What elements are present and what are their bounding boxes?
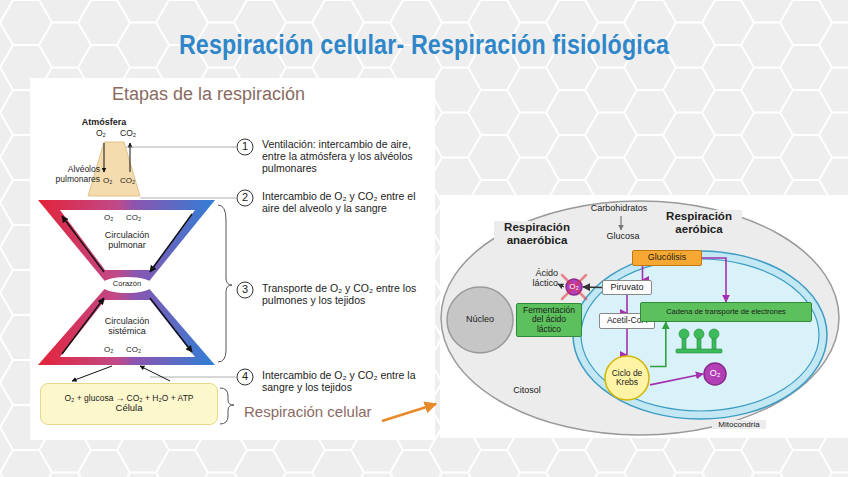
process-box: Fermentación del ácido láctico — [516, 303, 582, 337]
region-label: Circulación sistémica — [92, 316, 162, 337]
molecule-label: Ácido láctico — [514, 268, 558, 289]
outline — [605, 356, 649, 400]
stage-description: Intercambio de O₂ y CO₂ entre el aire de… — [262, 190, 427, 214]
decoration — [126, 147, 236, 148]
decoration — [140, 198, 236, 199]
cycle-circle: Ciclo de Krebs — [604, 355, 650, 401]
decoration — [676, 329, 722, 353]
node-text: O₂ — [710, 369, 721, 379]
decoration — [150, 298, 192, 352]
node-label: Citosol — [505, 385, 549, 395]
outline — [441, 201, 839, 435]
flow-arrow — [626, 329, 628, 355]
flow-arrow — [702, 258, 726, 302]
cell-decoration — [558, 216, 722, 353]
gas-label: CO₂ — [120, 176, 142, 185]
decoration — [676, 349, 722, 353]
callout-number: 2 — [237, 191, 253, 204]
decoration — [101, 277, 153, 293]
decoration — [218, 205, 232, 362]
region-label: Atmósfera — [74, 117, 134, 127]
node-text: O₂ — [569, 283, 578, 292]
callout-number: 4 — [237, 370, 253, 383]
decoration — [62, 298, 104, 354]
process-box: Cadena de transporte de electrones — [640, 302, 812, 322]
flow-arrow — [641, 266, 643, 280]
gas-label: O₂ — [104, 345, 120, 354]
section-label: Respiración celular — [244, 403, 414, 420]
decoration — [237, 369, 253, 385]
flow-arrow — [650, 374, 703, 385]
region-label: Alvéolos pulmonares — [36, 165, 100, 185]
panel-heading: Etapas de la respiración — [112, 84, 362, 105]
region-label: Circulación pulmonar — [92, 230, 162, 251]
gas-label: O₂ — [96, 129, 112, 139]
node-text: Célula — [116, 403, 143, 413]
outline — [447, 287, 513, 353]
stage-description: Transporte de O₂ y CO₂ entre los pulmone… — [262, 282, 427, 306]
gas-label: CO₂ — [126, 213, 148, 222]
molecule-box: Piruvato — [602, 280, 652, 295]
oxygen-circle: O₂ — [703, 362, 727, 386]
node-text: O₂ + glucosa → CO₂ + H₂O + ATP — [64, 394, 193, 403]
decoration — [150, 214, 192, 272]
right-panel — [440, 195, 848, 438]
left-panel — [30, 78, 435, 440]
flow-arrow — [650, 322, 666, 367]
decoration — [140, 366, 170, 381]
outline — [573, 251, 827, 419]
process-heading: Respiración anaeróbica — [494, 221, 580, 247]
decoration — [620, 216, 621, 230]
decoration — [694, 329, 704, 339]
decoration — [72, 366, 112, 381]
stage-description: Ventilación: intercambio de aire, entre … — [262, 138, 427, 174]
organ-label: Corazón — [102, 280, 152, 289]
decoration — [237, 190, 253, 206]
page-title: Respiración celular- Respiración fisioló… — [59, 30, 788, 61]
node-text: Cadena de transporte de electrones — [666, 308, 786, 316]
decoration — [237, 282, 253, 298]
decoration — [104, 143, 105, 172]
molecule-label: Glucosa — [600, 231, 646, 241]
gas-label: O₂ — [104, 213, 120, 222]
process-heading: Respiración aeróbica — [656, 210, 742, 236]
node-text: Glucólisis — [648, 253, 687, 263]
gas-label: CO₂ — [120, 129, 144, 139]
decoration — [220, 388, 234, 424]
blocked-cross — [562, 275, 586, 299]
gas-label: O₂ — [103, 176, 119, 185]
oxygen-circle: O₂ — [565, 278, 583, 296]
node-text: Fermentación del ácido láctico — [520, 306, 578, 334]
flow-arrow — [583, 286, 602, 288]
cell-box: O₂ + glucosa → CO₂ + H₂O + ATPCélula — [40, 383, 218, 425]
decoration — [38, 200, 215, 365]
decoration — [709, 329, 719, 339]
stage-description: Intercambio de O₂ y CO₂ entre la sangre … — [262, 369, 432, 393]
molecule-label: Carbohidratos — [586, 203, 652, 213]
decoration — [558, 284, 564, 287]
node-label: Mitocondria — [712, 420, 766, 429]
decoration — [237, 139, 253, 155]
node-text: Ciclo de Krebs — [607, 369, 647, 388]
gas-label: CO₂ — [126, 345, 148, 354]
callout-number: 1 — [237, 140, 253, 153]
process-box: Glucólisis — [632, 250, 702, 266]
decoration — [382, 404, 436, 421]
flow-arrow — [626, 295, 628, 313]
decoration — [679, 329, 689, 339]
inner-membrane — [581, 259, 819, 411]
callout-number: 3 — [237, 283, 253, 296]
nucleus: Núcleo — [446, 286, 514, 354]
node-text: Piruvato — [610, 283, 643, 293]
outline — [704, 363, 726, 385]
decoration — [62, 216, 104, 272]
node-text: Núcleo — [466, 315, 494, 325]
